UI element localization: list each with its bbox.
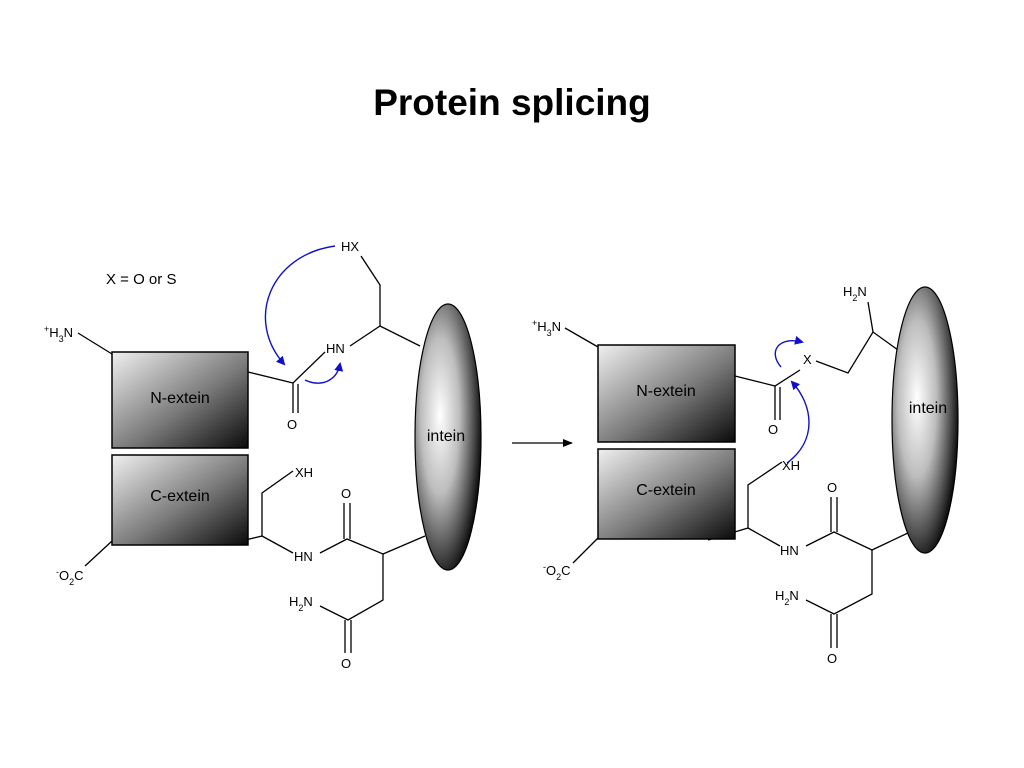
bond	[319, 554, 384, 621]
c-extein-label: C-extein	[150, 488, 210, 505]
hx-label: HX	[341, 239, 359, 254]
intein-label: intein	[427, 428, 465, 445]
xh-label: XH	[782, 458, 800, 473]
bond	[805, 531, 911, 551]
c-extein-label: C-extein	[636, 482, 696, 499]
n-terminus-label: +H3N	[532, 318, 561, 338]
hn-top-label: HN	[326, 341, 345, 356]
n-extein-label: N-extein	[150, 390, 210, 407]
asn-o-bottom-label: O	[827, 651, 837, 666]
bond	[84, 540, 113, 567]
bond	[319, 535, 426, 555]
hn-bottom-label: HN	[780, 543, 799, 558]
n-extein-box	[111, 351, 249, 449]
bond	[261, 535, 294, 554]
curved-arrow-xh-attack	[786, 380, 810, 464]
xh-label: XH	[295, 465, 313, 480]
asn-o-top-label: O	[827, 480, 837, 495]
right-structure: N-extein C-extein intein +H3N H2N X O XH…	[532, 284, 959, 666]
bond	[805, 550, 873, 615]
carbonyl-o-label: O	[287, 417, 297, 432]
bond	[815, 331, 899, 374]
intein-ellipse	[891, 286, 959, 554]
carbonyl-o-label: O	[768, 422, 778, 437]
asn-o-top-label: O	[341, 486, 351, 501]
amine-top-label: H2N	[843, 284, 867, 303]
curved-arrow-attack	[264, 245, 336, 366]
bond	[292, 351, 326, 384]
bond	[247, 371, 294, 413]
bond	[360, 255, 381, 326]
bond	[747, 527, 781, 547]
n-extein-label: N-extein	[636, 383, 696, 400]
n-terminus-label: +H3N	[44, 324, 73, 344]
bond	[734, 369, 801, 387]
intein-ellipse	[414, 303, 482, 571]
c-terminus-label: -O2C	[543, 562, 571, 582]
bond	[572, 537, 599, 564]
c-terminus-label: -O2C	[56, 567, 84, 587]
n-extein-box	[597, 344, 736, 443]
c-extein-box	[111, 454, 249, 546]
c-extein-box	[597, 448, 736, 540]
bond	[349, 325, 421, 347]
curved-arrow-x	[774, 335, 804, 368]
x-label: X	[803, 352, 812, 367]
page-title: Protein splicing	[373, 82, 651, 123]
x-definition-note: X = O or S	[106, 271, 176, 288]
curved-arrow-carbonyl	[304, 362, 344, 384]
amide-nh2-label: H2N	[775, 588, 799, 607]
left-structure: N-extein C-extein intein +H3N HX HN O XH…	[44, 239, 482, 671]
intein-label: intein	[909, 400, 947, 417]
asn-o-bottom-label: O	[341, 656, 351, 671]
bond	[867, 301, 874, 333]
bond	[564, 327, 599, 348]
amide-nh2-label: H2N	[289, 594, 313, 613]
hn-bottom-label: HN	[294, 549, 313, 564]
bond	[77, 332, 113, 355]
